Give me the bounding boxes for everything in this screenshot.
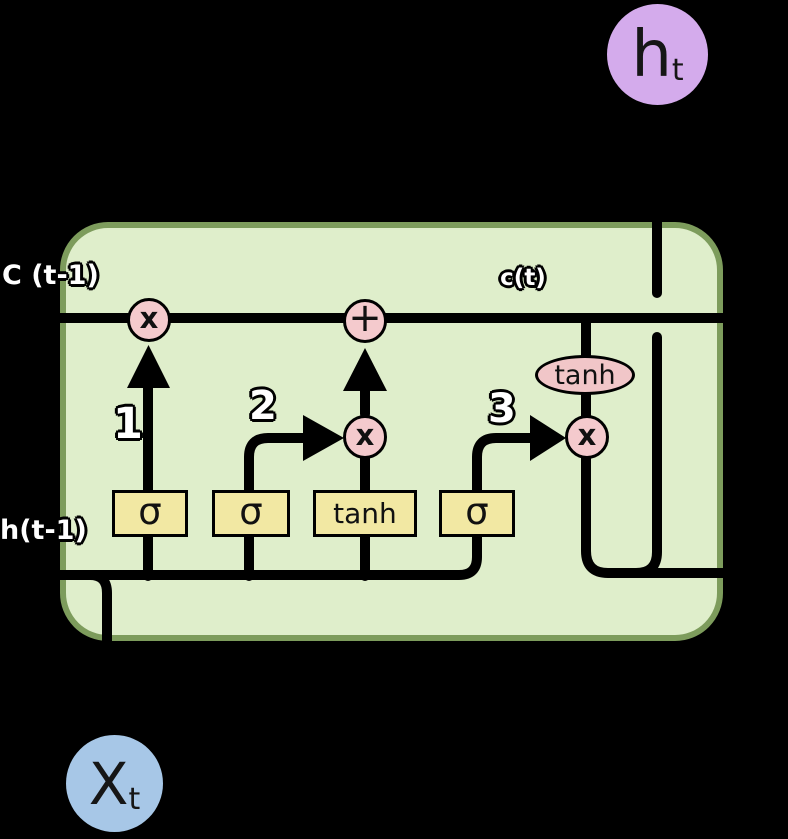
output-gate-arrow-shaft: [472, 433, 535, 497]
output-gate-arrowhead-icon: [530, 415, 566, 461]
input-subscript: t: [128, 781, 141, 817]
hidden-state-line: [45, 532, 482, 580]
candidate-gate-tanh: tanh: [313, 490, 417, 537]
input-gate-arrowhead-icon: [303, 415, 344, 461]
hidden-output-circle: h t: [607, 4, 708, 105]
tanh-activation-label: tanh: [554, 359, 616, 391]
input-label: X: [88, 749, 129, 818]
step-1-label: 1: [113, 399, 143, 449]
step-2-label: 2: [249, 383, 277, 429]
new-cell-state-label: c(t): [500, 265, 546, 291]
input-gate-arrow-shaft: [244, 433, 308, 497]
hidden-output-label: h: [631, 17, 672, 92]
multiply-icon: x: [577, 417, 597, 452]
hidden-output-subscript: t: [671, 52, 684, 88]
prev-cell-state-label: C (t-1): [2, 260, 99, 291]
add-arrowhead-icon: [343, 348, 387, 391]
prev-hidden-state-label: h(t-1): [0, 515, 87, 546]
output-multiply-node: x: [565, 415, 609, 459]
input-gate-sigma: σ: [212, 490, 290, 537]
add-node: +: [343, 295, 387, 343]
output-gate-sigma: σ: [439, 490, 515, 537]
tanh-label: tanh: [333, 496, 397, 530]
output-up-line-lower: [631, 332, 662, 578]
tanh-activation-ellipse: tanh: [535, 355, 635, 395]
forget-multiply-node: x: [127, 298, 171, 342]
sigma-label: σ: [465, 490, 489, 533]
input-circle: X t: [66, 735, 163, 832]
sigma-label: σ: [239, 490, 263, 533]
step-3-label: 3: [488, 386, 516, 432]
plus-icon: +: [348, 295, 382, 341]
forget-gate-sigma: σ: [112, 490, 188, 537]
sigma-label: σ: [138, 490, 162, 533]
input-branch-line: [85, 570, 112, 761]
input-multiply-node: x: [343, 415, 387, 459]
output-line: [581, 453, 738, 578]
multiply-icon: x: [355, 417, 375, 452]
multiply-icon: x: [139, 300, 159, 335]
forget-arrowhead-icon: [127, 345, 170, 388]
